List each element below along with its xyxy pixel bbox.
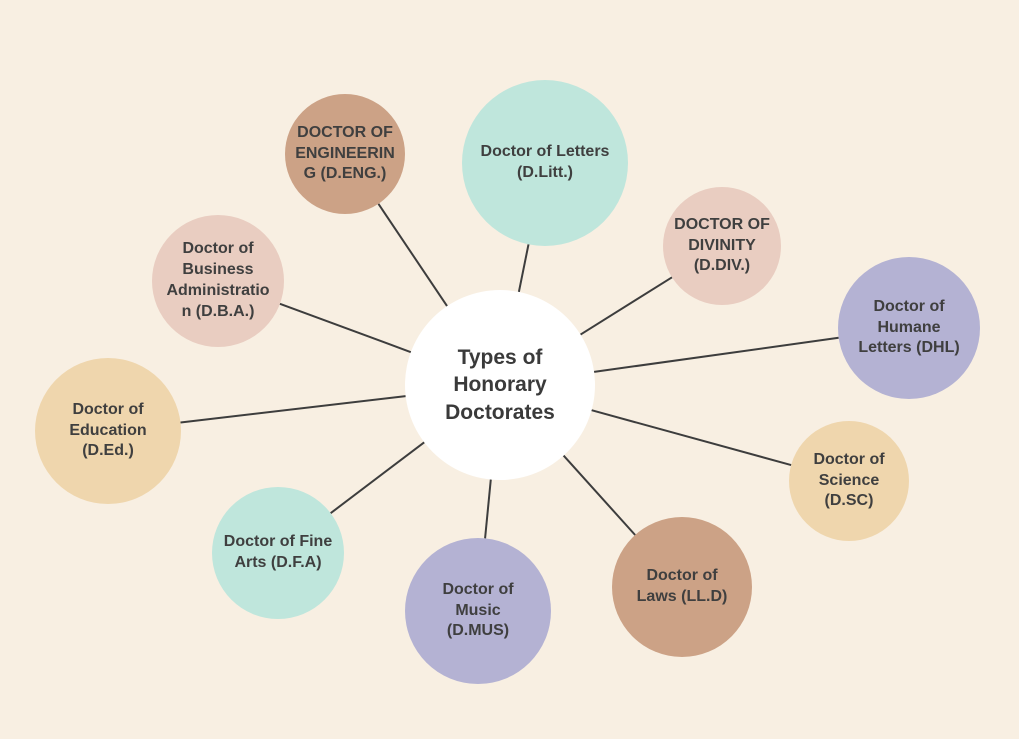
node-label: DOCTOR OF ENGINEERIN G (D.ENG.)	[295, 123, 395, 183]
node-doctor-of-business-administration: Doctor of Business Administratio n (D.B.…	[152, 215, 284, 347]
node-label: Doctor of Science (D.SC)	[813, 450, 885, 510]
connector-line-lld	[562, 454, 636, 536]
connector-line-ded	[180, 395, 406, 424]
node-label: Doctor of Education (D.Ed.)	[69, 400, 147, 460]
center-label: Types of Honorary Doctorates	[445, 346, 555, 424]
center-node: Types of Honorary Doctorates	[405, 290, 595, 480]
node-doctor-of-science: Doctor of Science (D.SC)	[789, 421, 909, 541]
node-doctor-of-fine-arts: Doctor of Fine Arts (D.F.A)	[212, 487, 344, 619]
node-doctor-of-humane-letters: Doctor of Humane Letters (DHL)	[838, 257, 980, 399]
node-label: Doctor of Music (D.MUS)	[442, 580, 514, 640]
node-doctor-of-laws: Doctor of Laws (LL.D)	[612, 517, 752, 657]
node-label: DOCTOR OF DIVINITY (D.DIV.)	[674, 215, 770, 275]
node-doctor-of-education: Doctor of Education (D.Ed.)	[35, 358, 181, 504]
connector-line-deng	[377, 203, 448, 307]
node-label: Doctor of Laws (LL.D)	[636, 567, 728, 605]
node-label: Doctor of Letters (D.Litt.)	[480, 143, 610, 181]
connector-line-dsc	[591, 409, 792, 467]
node-doctor-of-music: Doctor of Music (D.MUS)	[405, 538, 551, 684]
connector-line-dlitt	[517, 244, 530, 293]
connector-line-ddiv	[579, 276, 673, 336]
connector-line-dfa	[330, 441, 425, 514]
node-doctor-of-letters: Doctor of Letters (D.Litt.)	[462, 80, 628, 246]
node-label: Doctor of Business Administratio n (D.B.…	[166, 240, 270, 320]
node-doctor-of-engineering: DOCTOR OF ENGINEERIN G (D.ENG.)	[285, 94, 405, 214]
node-doctor-of-divinity: DOCTOR OF DIVINITY (D.DIV.)	[663, 187, 781, 305]
node-label: Doctor of Humane Letters (DHL)	[858, 297, 960, 357]
node-label: Doctor of Fine Arts (D.F.A)	[223, 533, 333, 571]
connector-line-dmus	[484, 479, 492, 539]
connector-line-dba	[279, 302, 412, 354]
connector-line-dhl	[593, 336, 839, 373]
